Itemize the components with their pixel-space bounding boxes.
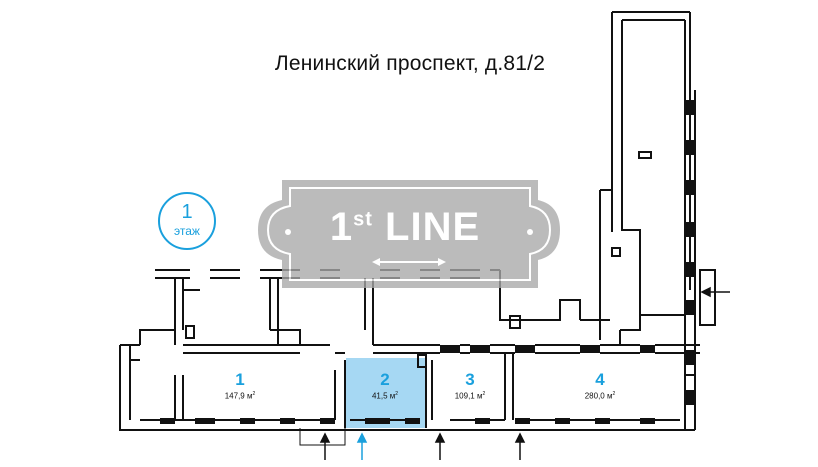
window-blocks bbox=[160, 100, 695, 424]
unit-4-number[interactable]: 4 bbox=[595, 370, 605, 389]
unit-1-area: 147,9 м2 bbox=[224, 391, 256, 401]
entrance-arrow-unit-2 bbox=[356, 432, 368, 460]
unit-2-area: 41,5 м2 bbox=[371, 391, 399, 401]
unit-2-number[interactable]: 2 bbox=[380, 370, 390, 389]
unit-1-number[interactable]: 1 bbox=[235, 370, 245, 389]
porch-outline bbox=[299, 428, 346, 446]
unit-2-highlight[interactable] bbox=[346, 358, 426, 428]
unit-4-area: 280,0 м2 bbox=[584, 391, 616, 401]
watermark-logo bbox=[258, 180, 560, 288]
entrance-arrows bbox=[319, 286, 730, 460]
watermark-text: 1st LINE bbox=[329, 205, 481, 249]
unit-3-area: 109,1 м2 bbox=[454, 391, 486, 401]
floor-label: этаж bbox=[174, 224, 200, 238]
floor-badge: 1 этаж bbox=[158, 192, 216, 250]
page-title: Ленинский проспект, д.81/2 bbox=[274, 52, 546, 75]
floor-number: 1 bbox=[181, 201, 193, 223]
unit-3-number[interactable]: 3 bbox=[465, 370, 475, 389]
